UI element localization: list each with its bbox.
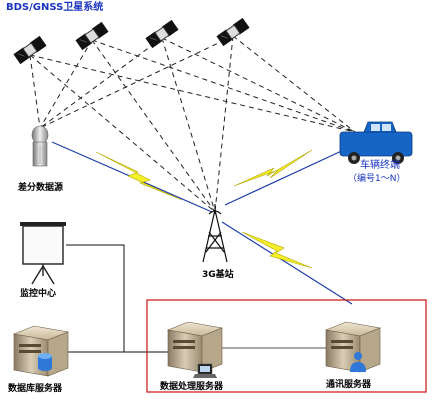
satellite-icon (215, 17, 251, 47)
vehicle-numbering-label: （编号1～N） (348, 174, 406, 184)
database-icon (38, 353, 52, 371)
comm-server-label: 通讯服务器 (326, 380, 372, 390)
antenna-icon (31, 125, 49, 167)
server-icon (324, 321, 382, 373)
projector-screen-icon (20, 222, 66, 285)
satellite-icon (12, 35, 48, 65)
monitor-center-label: 监控中心 (20, 289, 57, 299)
satellite-icon (74, 21, 110, 51)
db-server-label: 数据库服务器 (8, 384, 63, 394)
laptop-icon (193, 363, 217, 378)
person-icon (350, 352, 366, 372)
data-server-label: 数据处理服务器 (160, 382, 224, 392)
vehicle-terminal-label: 车辆终端 (360, 160, 400, 171)
server-cluster-box (146, 299, 427, 393)
base-station-label: 3G基站 (202, 270, 234, 280)
server-icon (166, 321, 224, 373)
satellite-signal-lines (29, 35, 356, 213)
tower-icon (202, 204, 228, 263)
lightning-bolts (95, 149, 313, 269)
diff-source-label: 差分数据源 (18, 183, 64, 193)
diagram-title: BDS/GNSS卫星系统 (6, 2, 104, 13)
truck-icon (339, 121, 413, 164)
